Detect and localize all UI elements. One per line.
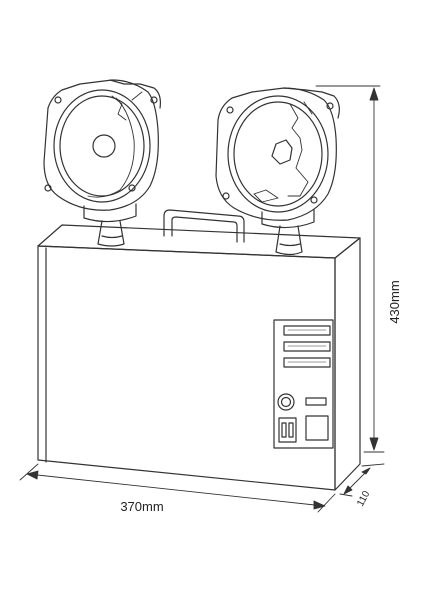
test-button-icon [277, 393, 295, 411]
indicator-slot-1 [283, 325, 331, 336]
height-label: 430mm [387, 280, 402, 323]
status-label [305, 397, 327, 406]
switch-icon [278, 417, 297, 443]
depth-label: 110 [355, 489, 372, 509]
indicator-slot-3 [283, 357, 331, 368]
width-label: 370mm [120, 499, 163, 514]
width-dimension [19, 463, 336, 513]
housing [37, 224, 361, 491]
right-lamp-head [215, 87, 340, 256]
control-panel [273, 319, 334, 449]
left-lamp-head [43, 79, 161, 247]
indicator-slot-2 [283, 341, 331, 352]
height-dimension [315, 85, 385, 453]
fuse-cover [305, 415, 329, 441]
depth-dimension [339, 463, 385, 497]
carry-handle [163, 209, 245, 243]
